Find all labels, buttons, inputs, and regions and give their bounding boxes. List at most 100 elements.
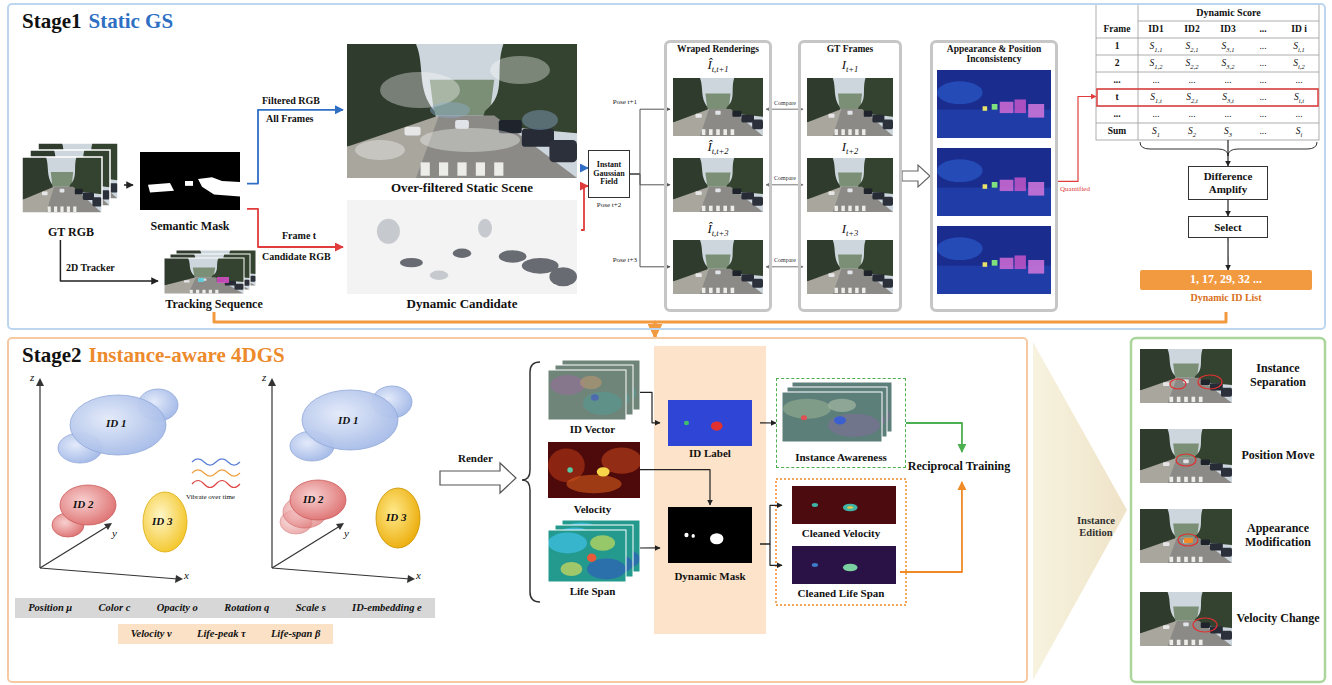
illustration-part	[36, 378, 44, 386]
illustration-part	[175, 575, 183, 583]
illustration-part	[271, 384, 272, 568]
instance-id: ID 2	[73, 498, 93, 510]
illustration-part	[355, 140, 405, 160]
render-output-images	[548, 360, 642, 582]
node-text: ID-embedding e	[352, 602, 422, 614]
illustration-part	[272, 384, 410, 579]
table-cell: Sum	[1108, 126, 1126, 136]
edition-chevron	[1033, 342, 1127, 680]
table-cell: S	[1150, 41, 1155, 51]
edge-label: 2D Tracker	[66, 262, 115, 273]
connector	[640, 392, 660, 423]
node-text: ID Vector	[570, 423, 616, 436]
image-block: Over-filtered Static Scene	[343, 42, 581, 196]
illustration-part	[1178, 534, 1198, 546]
edition-images	[1140, 349, 1232, 646]
node-text: Stage2	[22, 343, 82, 367]
table-subscript: 1,2	[1154, 63, 1162, 70]
node-text: Position μ	[28, 602, 72, 614]
image-block: GT RGB	[18, 140, 124, 240]
instance-id: ID 3	[386, 511, 406, 523]
connector	[214, 312, 655, 337]
illustration-part	[302, 390, 398, 450]
connector	[760, 422, 776, 423]
connector	[760, 544, 782, 565]
node-text: I	[842, 58, 846, 73]
table-subscript: 3	[1229, 131, 1232, 138]
split-brace	[522, 362, 540, 602]
node-text: Stage1	[22, 9, 82, 33]
illustration-part	[792, 546, 896, 584]
edge-label: Pose t+3	[613, 257, 637, 265]
table-cell: 1	[1115, 41, 1120, 51]
illustration-part	[522, 110, 558, 130]
table-cell: 2	[1115, 58, 1120, 68]
node-text: Static GS	[89, 9, 174, 33]
inconsistency-heatmaps	[937, 70, 1051, 294]
table-subscript: 3,2	[1226, 63, 1234, 70]
illustration-part	[1140, 429, 1232, 483]
table-cell: ...	[1259, 126, 1266, 136]
table-subscript: 1,t	[1155, 97, 1162, 104]
table-cell: ...	[1259, 41, 1266, 51]
axis-label: y	[344, 527, 349, 539]
table-cell: ID2	[1184, 24, 1199, 34]
table-cell: ...	[1152, 109, 1159, 119]
table-cell: S	[1293, 41, 1298, 51]
illustration-part	[1140, 592, 1232, 646]
table-subscript: i,t	[1299, 97, 1304, 104]
instance-id: ID 2	[303, 493, 323, 505]
image-block: It+3	[803, 222, 897, 298]
node-text: Dynamic Score	[1196, 7, 1261, 19]
node-text: Dynamic Mask	[674, 570, 745, 583]
illustration-part	[1140, 349, 1232, 403]
table-cell: ...	[1188, 109, 1195, 119]
table-cell: ...	[1259, 92, 1266, 102]
illustration-part	[192, 470, 240, 476]
illustration-part	[336, 523, 344, 530]
illustration-part	[420, 128, 520, 152]
table-cell: S	[1224, 126, 1229, 136]
illustration-part	[548, 370, 626, 420]
dynamic-candidate-image	[347, 200, 577, 294]
edge-label: Compare	[774, 100, 796, 107]
table-cell: ...	[1113, 75, 1120, 85]
illustration-part	[782, 392, 882, 442]
table-subscript: 1	[1157, 131, 1160, 138]
cleaned-group-outline	[776, 479, 906, 605]
node-text: Instance Edition	[1070, 515, 1122, 538]
node-text: I	[842, 222, 846, 237]
illustration-part	[937, 70, 1051, 138]
stage-panel: Stage1Static GSGT RGBSemantic MaskTracki…	[7, 3, 1326, 330]
table-cell: S	[1150, 92, 1155, 102]
illustration-part	[1140, 509, 1232, 563]
table-cell: ...	[1113, 109, 1120, 119]
node-text: Over-filtered Static Scene	[391, 181, 533, 196]
illustration-part	[272, 526, 340, 568]
table-cell: S	[1294, 92, 1299, 102]
connector	[60, 240, 158, 281]
connector	[640, 547, 660, 548]
illustration-part	[673, 240, 763, 294]
illustration-part	[430, 102, 558, 130]
image-block: It+2	[803, 140, 897, 216]
node-text: Opacity o	[157, 602, 198, 614]
node-text: t+3	[846, 229, 858, 239]
illustration-part	[290, 480, 346, 520]
node-text: Instance Awareness	[795, 451, 887, 464]
score-table-grid	[1096, 4, 1319, 140]
illustration-part	[268, 378, 415, 583]
table-cell: S	[1152, 126, 1157, 136]
node-text: Position Move	[1236, 449, 1320, 463]
table-subscript: 3,1	[1226, 46, 1234, 53]
node-text: Î	[707, 140, 711, 155]
illustration-part	[217, 277, 229, 283]
illustration-part	[1138, 21, 1319, 22]
connector	[1058, 97, 1096, 182]
illustration-part	[1096, 4, 1319, 140]
group-box: GT FramesIt+1It+2It+3	[798, 40, 902, 312]
image-block: Ît,t+3	[670, 222, 766, 298]
process-box: Difference Amplify	[1188, 166, 1268, 200]
node-text: ID Label	[689, 447, 731, 460]
connector	[900, 482, 962, 572]
